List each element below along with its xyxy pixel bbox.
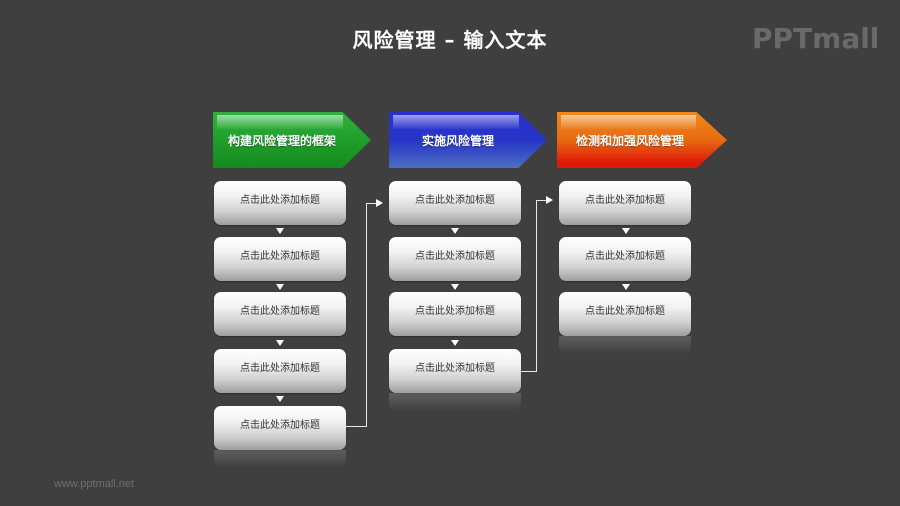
column-3-header-label: 检测和加强风险管理 xyxy=(575,133,684,148)
connector-line xyxy=(521,371,537,372)
column-1-header[interactable]: 构建风险管理的框架 xyxy=(213,112,371,168)
item-label: 点击此处添加标题 xyxy=(585,250,665,262)
connector-line xyxy=(536,200,537,372)
column-2-header[interactable]: 实施风险管理 xyxy=(389,112,547,168)
connector-line xyxy=(536,200,548,201)
item-label: 点击此处添加标题 xyxy=(240,419,320,431)
box-reflection xyxy=(559,336,691,354)
down-arrow-icon xyxy=(276,284,284,290)
column-1-item-2[interactable]: 点击此处添加标题 xyxy=(214,237,346,281)
column-2-item-2[interactable]: 点击此处添加标题 xyxy=(389,237,521,281)
down-arrow-icon xyxy=(622,284,630,290)
item-label: 点击此处添加标题 xyxy=(415,362,495,374)
item-label: 点击此处添加标题 xyxy=(415,194,495,206)
item-label: 点击此处添加标题 xyxy=(585,305,665,317)
column-1-item-5[interactable]: 点击此处添加标题 xyxy=(214,406,346,450)
down-arrow-icon xyxy=(622,228,630,234)
down-arrow-icon xyxy=(451,340,459,346)
item-label: 点击此处添加标题 xyxy=(415,305,495,317)
right-arrow-icon xyxy=(546,196,553,204)
column-1-header-label: 构建风险管理的框架 xyxy=(227,133,336,148)
column-2-item-4[interactable]: 点击此处添加标题 xyxy=(389,349,521,393)
down-arrow-icon xyxy=(451,284,459,290)
connector-line xyxy=(346,426,367,427)
down-arrow-icon xyxy=(276,228,284,234)
item-label: 点击此处添加标题 xyxy=(240,362,320,374)
item-label: 点击此处添加标题 xyxy=(240,194,320,206)
down-arrow-icon xyxy=(276,340,284,346)
item-label: 点击此处添加标题 xyxy=(585,194,665,206)
page-title: 风险管理 – 输入文本 xyxy=(352,28,548,52)
connector-line xyxy=(366,203,367,427)
item-label: 点击此处添加标题 xyxy=(240,305,320,317)
column-2-header-label: 实施风险管理 xyxy=(421,133,494,148)
column-1-item-4[interactable]: 点击此处添加标题 xyxy=(214,349,346,393)
right-arrow-icon xyxy=(376,199,383,207)
column-1-item-3[interactable]: 点击此处添加标题 xyxy=(214,292,346,336)
column-3-item-1[interactable]: 点击此处添加标题 xyxy=(559,181,691,225)
pptmall-logo: PPTmall xyxy=(752,22,880,55)
column-3-header[interactable]: 检测和加强风险管理 xyxy=(557,112,727,168)
item-label: 点击此处添加标题 xyxy=(240,250,320,262)
box-reflection xyxy=(214,450,346,468)
box-reflection xyxy=(389,393,521,411)
column-2-item-1[interactable]: 点击此处添加标题 xyxy=(389,181,521,225)
column-1-item-1[interactable]: 点击此处添加标题 xyxy=(214,181,346,225)
column-2-item-3[interactable]: 点击此处添加标题 xyxy=(389,292,521,336)
footer-url: www.pptmall.net xyxy=(54,478,135,490)
column-3-item-3[interactable]: 点击此处添加标题 xyxy=(559,292,691,336)
item-label: 点击此处添加标题 xyxy=(415,250,495,262)
connector-line xyxy=(366,203,378,204)
down-arrow-icon xyxy=(451,228,459,234)
down-arrow-icon xyxy=(276,396,284,402)
column-3-item-2[interactable]: 点击此处添加标题 xyxy=(559,237,691,281)
